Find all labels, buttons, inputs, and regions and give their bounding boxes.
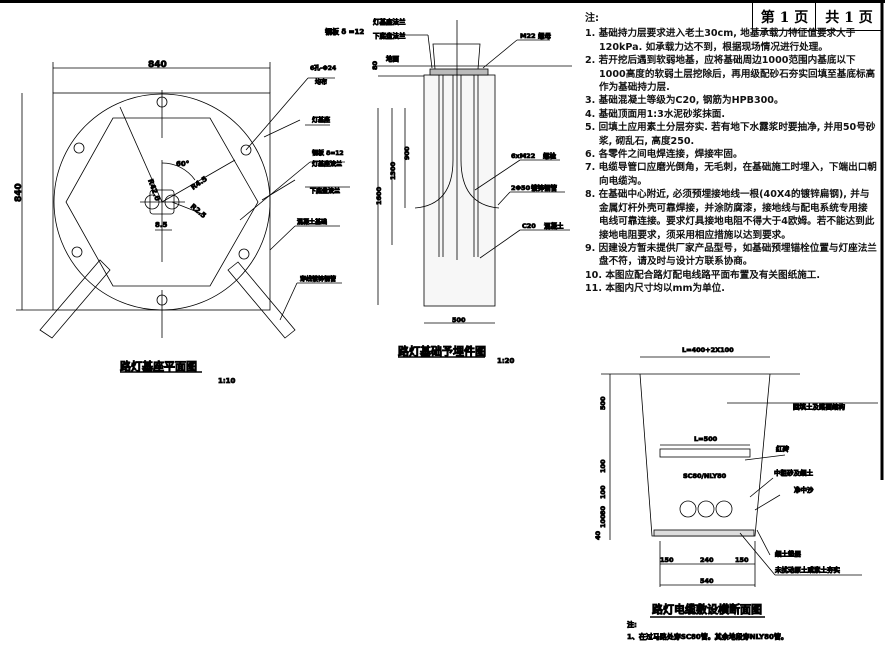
section-dim: 1600 [375, 186, 383, 205]
plan-label: 混凝土基础 [297, 218, 327, 226]
section-label: 螺母 [538, 31, 552, 40]
note-item: 5. 回填土应用素土分层夯实. 若有地下水露浆时要抽净, 并用50号砂浆, 砌乱… [585, 122, 876, 147]
note-item: 1. 基础持力层要求进入老土30cm, 地基承载力特征值要求大于120kPa. … [585, 28, 856, 53]
section-label: 6xM22 [511, 152, 535, 160]
section-label: M22 [520, 32, 536, 40]
foundation-section [375, 20, 572, 358]
general-notes: 注: 1. 基础持力层要求进入老土30cm, 地基承载力特征值要求大于120kP… [585, 12, 877, 296]
brick-length: L=500 [694, 435, 718, 443]
cable-note: 1、在过马路处穿SC80管。其余地段穿NLY80管。 [627, 632, 788, 641]
plan-label: 钢板 δ =12 [325, 27, 364, 36]
section-dim: 900 [403, 146, 411, 160]
section-scale: 1:20 [497, 357, 515, 365]
trench-vdim: 100 [599, 514, 607, 528]
trench-vdim: 80 [599, 505, 607, 515]
cable-title: 路灯电缆敷设横断面图 [652, 602, 762, 616]
plan-scale: 1:10 [218, 377, 236, 385]
trench-vdim: 100 [599, 459, 607, 473]
plan-label: 均布 [315, 78, 327, 86]
page-total: 共 1 页 [815, 3, 882, 31]
trench-label: 中粗砂及细土 [774, 468, 814, 477]
cable-trench [601, 356, 878, 618]
section-dim: 500 [452, 316, 466, 324]
plan-label: 钢板 δ=12 [312, 149, 344, 157]
plan-label: 6孔-Φ24 [310, 64, 336, 72]
section-dim: 1300 [389, 161, 397, 180]
plan-view [16, 62, 350, 373]
section-dim: 80 [371, 60, 379, 70]
trench-vdim: 500 [599, 396, 607, 410]
plan-r3: R2.5 [189, 202, 208, 220]
plan-label: 下底盘法兰 [310, 187, 340, 195]
section-label: 地面 [386, 54, 400, 63]
section-label: C20 [522, 222, 536, 230]
trench-label: 净中沙 [794, 485, 814, 494]
trench-label: 红砖 [776, 444, 790, 453]
trench-vdim: 40 [594, 530, 602, 540]
section-label: 镀锌钢管 [531, 183, 558, 192]
note-item: 10. 本图应配合路灯配电线路平面布置及有关图纸施工. [585, 269, 821, 281]
pipe-spec: SC80/NLY80 [683, 472, 727, 480]
plan-dim-height: 840 [14, 183, 24, 202]
plan-angle: 60° [176, 160, 189, 168]
note-item: 7. 电缆导管口应磨光倒角，无毛刺，在基础施工时埋入，下端出口朝向电缆沟。 [585, 162, 877, 187]
plan-title: 路灯基座平面图 [120, 359, 197, 373]
page-number: 第 1 页 [752, 3, 816, 31]
note-item: 9. 因建设方暂未提供厂家产品型号，如基础预埋锚栓位置与灯座法兰盘不符，请及时与… [585, 242, 877, 268]
note-item: 11. 本图内尺寸均以mm为单位. [585, 283, 725, 295]
trench-label: 回填土及路面结构 [793, 402, 846, 411]
cable-note-title: 注: [627, 620, 637, 629]
section-label: 螺栓 [543, 151, 557, 160]
trench-top-width: L=400+2X100 [682, 346, 734, 354]
note-item: 8. 在基础中心附近, 必须预埋接地线一根(40X4的镀锌扁钢), 并与金属灯杆… [585, 189, 875, 241]
trench-label: 未扰动原土或素土夯实 [775, 565, 841, 574]
trench-hdim: 150 [735, 556, 749, 564]
section-label: 2Φ50 [511, 184, 531, 192]
trench-hdim: 150 [660, 556, 674, 564]
trench-vdim: 100 [599, 485, 607, 499]
plan-dim-width: 840 [148, 60, 167, 70]
plan-label: 灯基座 [312, 116, 330, 124]
trench-hdim: 540 [700, 577, 714, 585]
plan-label: 穿线镀锌钢管 [300, 275, 336, 283]
note-item: 4. 基础顶面用1:3水泥砂浆抹面. [585, 108, 726, 120]
plan-slot: 8.5 [155, 221, 168, 229]
note-item: 2. 若开挖后遇到软弱地基，应将基础周边1000范围内基底以下1000高度的软弱… [585, 55, 876, 94]
notes-title: 注: [585, 13, 599, 24]
trench-label: 细土垫层 [775, 549, 802, 558]
section-label: 下底盘法兰 [373, 31, 406, 40]
note-item: 3. 基础混凝土等级为C20, 钢筋为HPB300。 [585, 95, 784, 107]
trench-hdim: 240 [700, 556, 714, 564]
section-label: 灯基座法兰 [373, 17, 406, 26]
section-title: 路灯基础予埋件图 [398, 344, 486, 358]
plan-label: 灯基座法兰 [312, 160, 342, 168]
section-label: 混凝土 [544, 221, 564, 230]
note-item: 6. 各零件之间电焊连接，焊接牢固。 [585, 149, 743, 161]
